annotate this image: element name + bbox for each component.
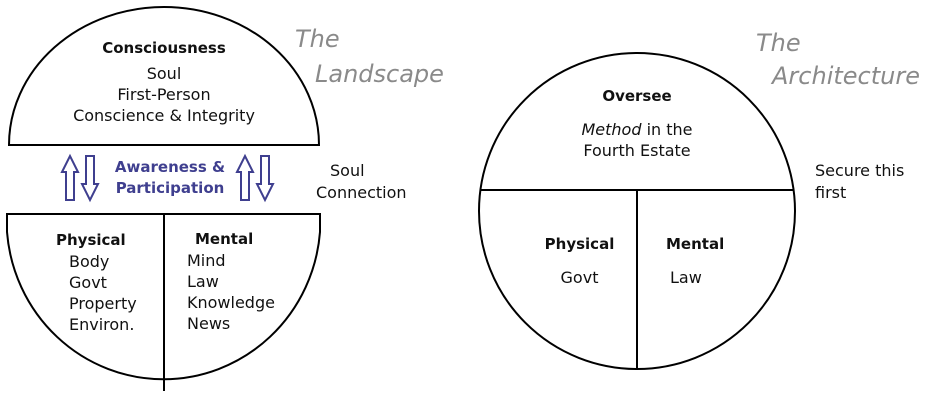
arrow-down-left xyxy=(80,155,100,203)
soul-connection-label: Soul Connection xyxy=(316,160,407,203)
arrow-up-right xyxy=(235,153,255,201)
architecture-physical-line: Govt xyxy=(560,268,599,287)
landscape-mental-block: Mental Mind Law Knowledge News xyxy=(187,229,275,334)
awareness-line-1: Awareness & xyxy=(114,158,226,176)
method-emphasis: Method xyxy=(581,120,642,139)
secure-this-first-label: Secure this first xyxy=(815,160,904,203)
physical-line-1: Body xyxy=(69,252,110,271)
architecture-mental-block: Mental Law xyxy=(666,234,724,288)
oversee-heading: Oversee xyxy=(602,87,672,105)
architecture-title-word: Architecture xyxy=(772,62,920,90)
method-rest: in the xyxy=(641,120,693,139)
landscape-mental-heading: Mental xyxy=(195,230,254,248)
secure-line-2: first xyxy=(815,183,847,202)
architecture-top-content: Oversee Method in the Fourth Estate xyxy=(537,86,737,161)
physical-line-2: Govt xyxy=(69,273,107,292)
consciousness-line-1: Soul xyxy=(146,64,182,83)
landscape-title-the: The xyxy=(295,25,340,53)
arrow-up-left xyxy=(60,153,80,201)
landscape-physical-heading: Physical xyxy=(56,231,126,249)
architecture-physical-block: Physical Govt xyxy=(532,234,627,288)
consciousness-line-2: First-Person xyxy=(117,85,211,104)
landscape-bottom-bowl xyxy=(6,213,321,381)
secure-line-1: Secure this xyxy=(815,161,905,180)
landscape-top-semicircle xyxy=(7,6,321,146)
soul-connection-line-1: Soul xyxy=(330,161,365,180)
mental-line-4: News xyxy=(187,314,231,333)
awareness-line-2: Participation xyxy=(115,179,225,197)
mental-line-1: Mind xyxy=(187,251,226,270)
awareness-label: Awareness & Participation xyxy=(104,157,236,199)
fourth-estate-line: Fourth Estate xyxy=(583,141,691,160)
method-line: Method in the xyxy=(537,119,737,140)
architecture-mental-line: Law xyxy=(670,268,702,287)
soul-connection-line-2: Connection xyxy=(316,183,407,202)
landscape-top-content: Consciousness Soul First-Person Conscien… xyxy=(9,38,319,126)
architecture-mental-heading: Mental xyxy=(666,235,725,253)
architecture-physical-heading: Physical xyxy=(544,235,615,253)
architecture-title-the: The xyxy=(756,29,801,57)
arrow-down-right xyxy=(255,155,275,203)
mental-line-2: Law xyxy=(187,272,219,291)
physical-line-4: Environ. xyxy=(69,315,135,334)
consciousness-heading: Consciousness xyxy=(102,39,226,57)
landscape-physical-block: Physical Body Govt Property Environ. xyxy=(56,230,137,335)
consciousness-line-3: Conscience & Integrity xyxy=(73,106,255,125)
physical-line-3: Property xyxy=(69,294,137,313)
mental-line-3: Knowledge xyxy=(187,293,275,312)
landscape-title-word: Landscape xyxy=(315,60,444,88)
landscape-physical-lines: Body Govt Property Environ. xyxy=(56,251,137,335)
